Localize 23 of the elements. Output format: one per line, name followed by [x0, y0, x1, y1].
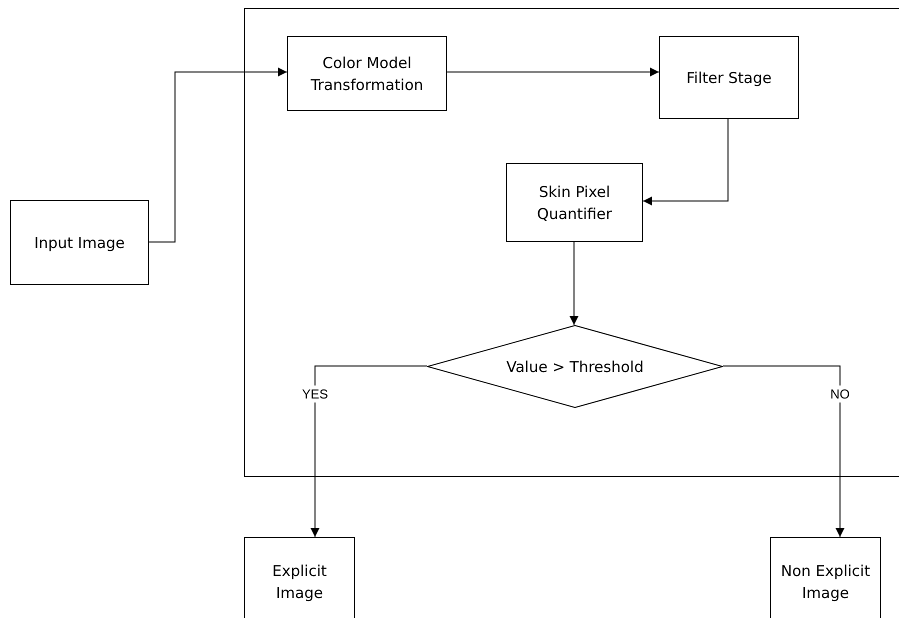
arrow: [446, 68, 660, 76]
process-box: [10, 200, 149, 285]
node-label: Filter Stage: [686, 68, 772, 88]
node-label: Value > Threshold: [506, 356, 644, 378]
process-box: [659, 36, 799, 119]
edge-label: YES: [300, 386, 330, 402]
arrow: [570, 242, 578, 326]
arrow: [148, 68, 288, 242]
node-label: Input Image: [34, 232, 125, 254]
node-label: Color Model Transformation: [310, 52, 424, 96]
process-box: [770, 537, 881, 618]
edge-label: NO: [828, 386, 852, 402]
node-label: Non Explicit Image: [780, 561, 872, 604]
process-box: [506, 163, 643, 242]
node-label: Explicit Image: [271, 561, 328, 604]
system-boundary-box: [244, 8, 899, 477]
decision-diamond: [427, 325, 723, 408]
process-box: [244, 537, 355, 618]
arrow: [722, 366, 844, 538]
node-label: Skin Pixel Quantifier: [536, 182, 613, 224]
arrow: [642, 118, 728, 206]
arrow: [310, 366, 428, 538]
process-box: [287, 36, 447, 111]
